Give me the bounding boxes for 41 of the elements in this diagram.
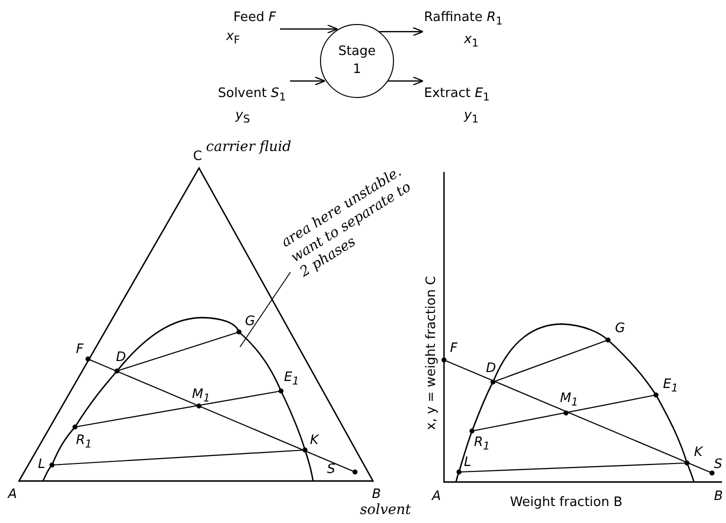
arrow (379, 27, 424, 36)
vertex-label: B (372, 488, 381, 501)
stage-circle: Stage 1 (320, 24, 394, 98)
point-label: E$_{1}$ (284, 371, 300, 388)
axis-label: x, y = weight fraction C (425, 276, 438, 430)
point-label: K (310, 434, 319, 447)
arrow (280, 24, 338, 34)
point-label: S (714, 458, 722, 471)
vertex-label: A (432, 490, 441, 503)
point-label: M$_{1}$ (192, 388, 210, 404)
point-label: R$_{1}$ (474, 436, 490, 452)
handwritten-label: solvent (360, 503, 411, 517)
point-label: D (116, 351, 126, 364)
point-label: S (327, 463, 336, 476)
composition-label: x$_{1}$ (464, 32, 479, 47)
composition-label: x$_{F}$ (226, 29, 240, 44)
point-label: L (464, 456, 472, 469)
arrow (290, 76, 326, 86)
stream-label: Solvent S$_{1}$ (218, 86, 286, 101)
point-label: K (694, 446, 703, 459)
point-label: G (615, 322, 626, 335)
axis-label: Weight fraction B (510, 496, 622, 509)
point-label: R$_{1}$ (76, 434, 92, 450)
point-label: F (76, 343, 84, 356)
composition-label: y$_{1}$ (464, 108, 479, 123)
point-label: L (38, 458, 46, 471)
point-label: G (245, 315, 256, 328)
vertex-label: A (8, 488, 17, 501)
stream-label: Feed F (233, 10, 276, 25)
point-label: F (450, 342, 458, 355)
leader-line (240, 272, 291, 348)
vertex-label: C (193, 150, 202, 163)
stream-label: Extract E$_{1}$ (424, 86, 490, 101)
arrow (388, 76, 424, 86)
point-label: M$_{1}$ (560, 392, 578, 408)
stream-label: Raffinate R$_{1}$ (424, 10, 503, 25)
handwritten-label: carrier fluid (206, 140, 292, 154)
composition-label: y$_{S}$ (235, 108, 250, 123)
vertex-label: B (714, 490, 723, 503)
point-label: D (486, 362, 496, 375)
point-label: E$_{1}$ (663, 378, 678, 394)
